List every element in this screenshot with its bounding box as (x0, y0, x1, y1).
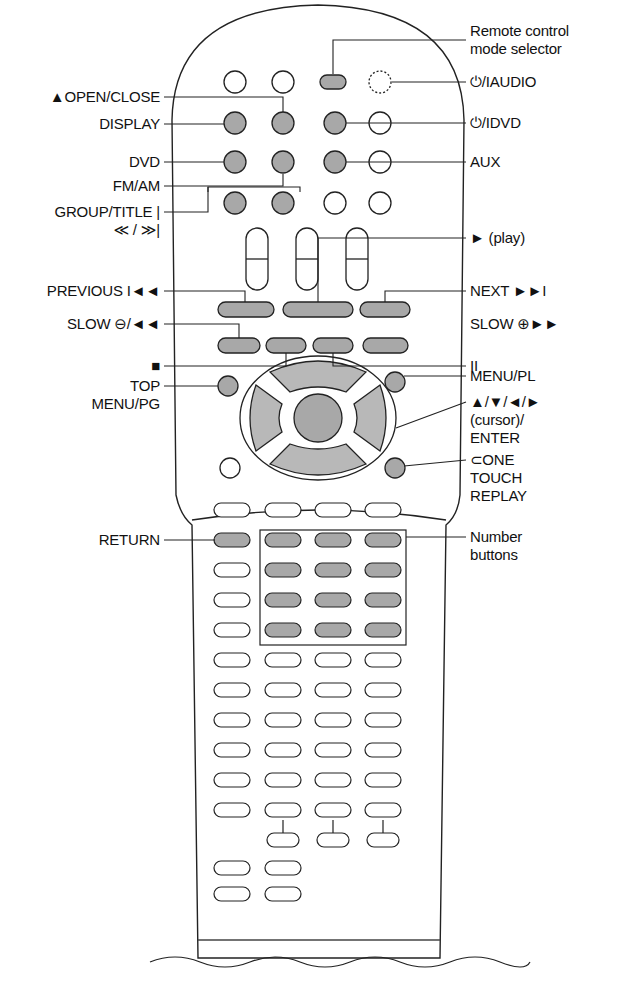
button (214, 503, 250, 517)
button (265, 503, 301, 517)
callout-label: GROUP/TITLE |≪ / ≫| (48, 203, 160, 239)
callout-label: DISPLAY (99, 115, 160, 133)
button (214, 653, 250, 667)
button (315, 533, 351, 547)
callout-label: DVD (129, 153, 160, 171)
button (265, 563, 301, 577)
callout-label: ► (play) (470, 229, 525, 247)
callout-label: ⊂ONE TOUCH REPLAY (470, 451, 550, 505)
callout-label: SLOW ⊖/◄◄ (67, 315, 160, 333)
callout-label: ■ (151, 357, 160, 375)
button (365, 623, 401, 637)
button (265, 861, 301, 875)
button (214, 803, 250, 817)
button (214, 683, 250, 697)
button (214, 533, 250, 547)
button (265, 533, 301, 547)
button (265, 713, 301, 727)
button (214, 861, 250, 875)
callout-label: SLOW ⊕►► (470, 315, 559, 333)
callout-label: RETURN (99, 531, 160, 549)
button (214, 713, 250, 727)
button (315, 803, 351, 817)
button (365, 743, 401, 757)
callout-label: Number buttons (470, 528, 550, 564)
button (365, 803, 401, 817)
button (265, 653, 301, 667)
callout-label: AUX (470, 153, 500, 171)
callout-label: MENU/PL (470, 367, 535, 385)
button (315, 563, 351, 577)
button (265, 683, 301, 697)
button (365, 773, 401, 787)
button (365, 593, 401, 607)
button (214, 593, 250, 607)
callout-label: Remote control mode selector (470, 22, 590, 58)
button (315, 593, 351, 607)
callout-label: FM/AM (113, 177, 160, 195)
button (317, 833, 349, 847)
button (315, 503, 351, 517)
button (265, 593, 301, 607)
button (367, 833, 399, 847)
button (214, 623, 250, 637)
button (315, 773, 351, 787)
callout-label: ▲OPEN/CLOSE (50, 88, 160, 106)
button (265, 887, 301, 901)
button (315, 683, 351, 697)
button (365, 683, 401, 697)
button (365, 503, 401, 517)
button (365, 653, 401, 667)
button (365, 713, 401, 727)
callout-label: ▲/▼/◄/► (cursor)/ ENTER (470, 393, 552, 447)
callout-label: ⏻/IAUDIO (470, 73, 536, 91)
button (315, 743, 351, 757)
button (214, 887, 250, 901)
callout-label: TOP MENU/PG (80, 377, 160, 413)
button (315, 653, 351, 667)
button (214, 743, 250, 757)
button (214, 773, 250, 787)
button (267, 833, 299, 847)
callout-label: ⏻/IDVD (470, 114, 521, 132)
button (265, 743, 301, 757)
button (265, 803, 301, 817)
button (265, 623, 301, 637)
callout-label: NEXT ►►I (470, 282, 546, 300)
button (315, 623, 351, 637)
button (315, 713, 351, 727)
button (265, 773, 301, 787)
button (214, 563, 250, 577)
button (365, 533, 401, 547)
callout-label: PREVIOUS I◄◄ (47, 282, 160, 300)
button (365, 563, 401, 577)
